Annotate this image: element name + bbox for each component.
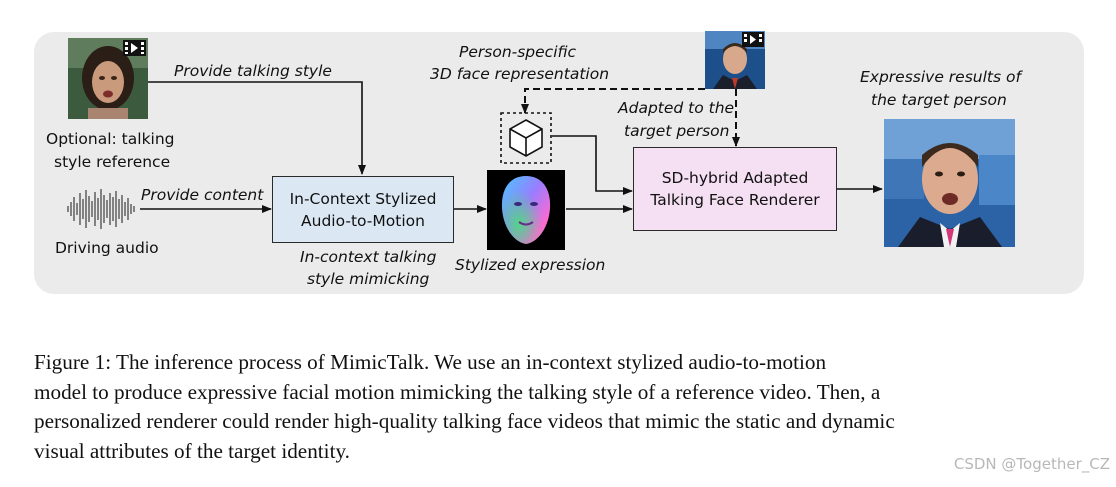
stylized-expression-label: Stylized expression (455, 256, 606, 274)
audio-waveform (67, 189, 135, 229)
provide-content-label: Provide content (141, 186, 264, 204)
renderer-box-line1: SD-hybrid Adapted (661, 169, 809, 187)
caption-line: personalized renderer could render high-… (34, 409, 895, 433)
renderer-box-line2: Talking Face Renderer (650, 191, 820, 209)
person-specific-label-line2: 3D face representation (430, 65, 610, 83)
motion-box-line2: Audio-to-Motion (301, 211, 425, 230)
adapted-label-line1: Adapted to the (618, 99, 735, 117)
driving-audio-label: Driving audio (55, 239, 159, 257)
motion-box-line1: In-Context Stylized (289, 189, 437, 208)
caption-line: visual attributes of the target identity… (34, 438, 350, 463)
stylized-expression-image (487, 170, 565, 250)
results-label-line1: Expressive results of (860, 68, 1021, 86)
arrow-target-to-cube (521, 88, 705, 114)
optional-reference-label-line1: Optional: talking (46, 130, 175, 148)
expressive-result-image (884, 119, 1015, 247)
provide-style-label: Provide talking style (174, 62, 332, 80)
adapted-label-line2: target person (624, 122, 730, 140)
video-clip-icon (742, 32, 764, 47)
figure-caption: Figure 1: The inference process of Mimic… (34, 348, 1086, 466)
3d-cube-icon (500, 112, 552, 164)
caption-line: Figure 1: The inference process of Mimic… (34, 350, 827, 374)
watermark: CSDN @Together_CZ (953, 455, 1110, 473)
video-clip-icon (123, 40, 146, 56)
mimicking-label-line2: style mimicking (307, 270, 430, 288)
optional-reference-label-line2: style reference (54, 153, 171, 171)
mimicking-label-line1: In-context talking (300, 248, 437, 266)
reference-video-frame (68, 38, 148, 119)
target-person-thumbnail (705, 31, 765, 89)
motion-model-box: In-Context Stylized Audio-to-Motion (272, 176, 454, 243)
arrow-style-to-motion (148, 81, 366, 175)
renderer-box: SD-hybrid Adapted Talking Face Renderer (633, 147, 837, 231)
caption-line: model to produce expressive facial motio… (34, 379, 881, 404)
person-specific-label-line1: Person-specific (459, 43, 577, 61)
results-label-line2: the target person (871, 91, 1007, 109)
arrow-cube-to-renderer (552, 135, 633, 195)
